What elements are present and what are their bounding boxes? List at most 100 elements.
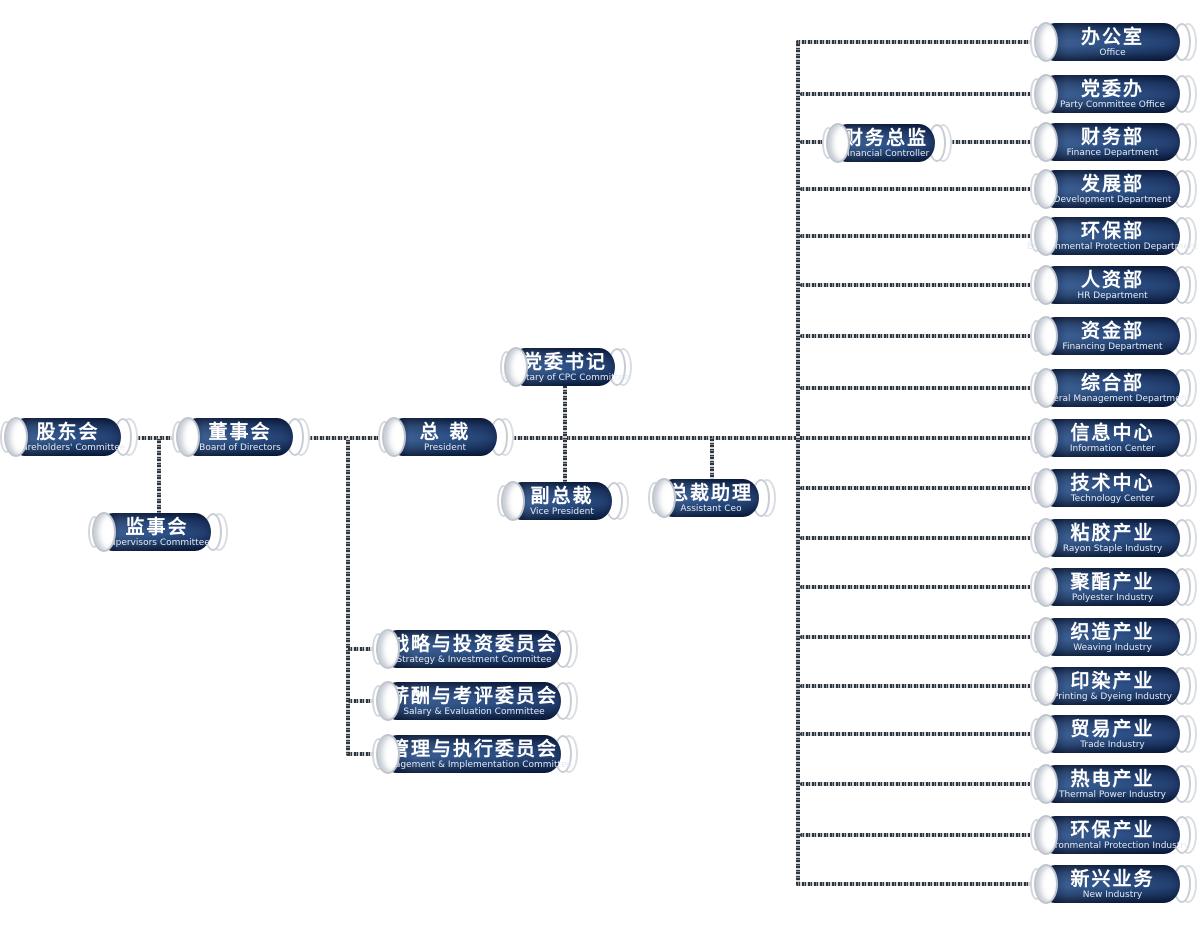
node-subtitle: Trade Industry: [1080, 740, 1145, 750]
org-node-environmental-protection-industry: 环保产业 Environmental Protection Industry: [1030, 815, 1197, 855]
node-body: 薪酬与考评委员会 Salary & Evaluation Committee: [387, 682, 561, 720]
node-subtitle: Thermal Power Industry: [1058, 790, 1166, 800]
node-body: 印染产业 Printing & Dyeing Industry: [1045, 667, 1180, 705]
connector-line: [157, 438, 161, 515]
pipe-cap-icon: [1034, 22, 1058, 62]
connector-line: [800, 234, 1034, 238]
connector-line: [800, 283, 1034, 287]
pipe-cap-icon: [1034, 468, 1058, 508]
node-subtitle: Financial Controller: [842, 149, 930, 159]
node-subtitle: Management & Implementation Committee: [375, 760, 573, 770]
node-body: 办公室 Office: [1045, 23, 1180, 61]
org-node-hr-department: 人资部 HR Department: [1030, 265, 1197, 305]
node-subtitle: Assistant Ceo: [680, 504, 742, 514]
connector-line: [800, 833, 1034, 837]
node-title: 环保产业: [1070, 819, 1155, 841]
node-subtitle: Shareholders' Committee: [10, 443, 126, 453]
node-body: 总 裁 President: [393, 418, 497, 456]
connector-line: [800, 585, 1034, 589]
node-body: 环保产业 Environmental Protection Industry: [1036, 816, 1189, 854]
node-subtitle: Strategy & Investment Committee: [396, 655, 552, 665]
connector-line: [710, 438, 714, 483]
node-title: 人资部: [1080, 269, 1144, 291]
pipe-cap-icon: [1034, 567, 1058, 607]
org-node-new-industry: 新兴业务 New Industry: [1030, 864, 1197, 904]
pipe-cap-icon: [1034, 864, 1058, 904]
node-title: 发展部: [1080, 173, 1144, 195]
connector-line: [800, 684, 1034, 688]
node-body: 党委书记 Secretary of CPC Committee: [501, 348, 629, 386]
pipe-cap-icon: [826, 123, 850, 163]
node-subtitle: Information Center: [1069, 444, 1156, 454]
pipe-cap-icon: [1034, 74, 1058, 114]
node-subtitle: Environmental Protection Department: [1026, 242, 1199, 252]
node-body: 聚酯产业 Polyester Industry: [1045, 568, 1180, 606]
connector-line: [796, 40, 1034, 44]
node-subtitle: Finance Department: [1066, 148, 1159, 158]
connector-line: [308, 436, 382, 440]
node-title: 财务总监: [843, 127, 928, 149]
connector-line: [348, 699, 376, 703]
node-body: 董事会 Board of Directors: [187, 418, 293, 456]
org-node-committee-management: 管理与执行委员会 Management & Implementation Com…: [372, 734, 578, 774]
node-title: 办公室: [1080, 26, 1144, 48]
node-body: 资金部 Financing Department: [1045, 317, 1180, 355]
node-body: 综合部 General Management Department: [1035, 369, 1190, 407]
node-title: 总裁助理: [668, 482, 753, 504]
node-body: 管理与执行委员会 Management & Implementation Com…: [376, 735, 572, 773]
pipe-cap-icon: [92, 512, 116, 552]
pipe-cap-icon: [1034, 316, 1058, 356]
node-subtitle: Office: [1099, 48, 1126, 58]
node-title: 聚酯产业: [1070, 571, 1155, 593]
node-title: 技术中心: [1070, 472, 1155, 494]
org-node-finance-department: 财务部 Finance Department: [1030, 122, 1197, 162]
node-subtitle: Vice President: [530, 507, 594, 517]
node-body: 信息中心 Information Center: [1045, 419, 1180, 457]
node-body: 股东会 Shareholders' Committee: [11, 418, 125, 456]
org-node-supervisors: 监事会 Supervisors Committee: [88, 512, 228, 552]
org-node-information-center: 信息中心 Information Center: [1030, 418, 1197, 458]
node-title: 信息中心: [1070, 422, 1155, 444]
connector-line: [796, 882, 1034, 886]
org-node-committee-strategy: 战略与投资委员会 Strategy & Investment Committee: [372, 629, 578, 669]
org-node-shareholders: 股东会 Shareholders' Committee: [0, 417, 138, 457]
node-body: 总裁助理 Assistant Ceo: [663, 479, 759, 517]
node-subtitle: President: [424, 443, 466, 453]
connector-line: [512, 436, 1034, 440]
pipe-cap-icon: [1034, 216, 1058, 256]
connector-line: [800, 486, 1034, 490]
org-node-trade-industry: 贸易产业 Trade Industry: [1030, 714, 1197, 754]
node-subtitle: Rayon Staple Industry: [1062, 544, 1163, 554]
pipe-cap-icon: [376, 734, 400, 774]
pipe-cap-icon: [376, 629, 400, 669]
org-node-vice-president: 副总裁 Vice President: [497, 481, 629, 521]
node-body: 粘胶产业 Rayon Staple Industry: [1045, 519, 1180, 557]
org-node-printing-dyeing-industry: 印染产业 Printing & Dyeing Industry: [1030, 666, 1197, 706]
connector-line: [346, 438, 350, 756]
pipe-cap-icon: [1034, 714, 1058, 754]
connector-line: [800, 140, 826, 144]
pipe-cap-icon: [382, 417, 406, 457]
node-title: 贸易产业: [1070, 718, 1155, 740]
node-subtitle: Weaving Industry: [1073, 643, 1152, 653]
org-node-cpc-secretary: 党委书记 Secretary of CPC Committee: [500, 347, 632, 387]
node-title: 财务部: [1080, 126, 1144, 148]
org-node-party-committee-office: 党委办 Party Committee Office: [1030, 74, 1197, 114]
node-subtitle: New Industry: [1082, 890, 1143, 900]
org-node-rayon-staple-industry: 粘胶产业 Rayon Staple Industry: [1030, 518, 1197, 558]
node-title: 印染产业: [1070, 670, 1155, 692]
node-body: 贸易产业 Trade Industry: [1045, 715, 1180, 753]
connector-trunk: [796, 40, 800, 886]
node-subtitle: Board of Directors: [199, 443, 281, 453]
node-title: 董事会: [208, 421, 272, 443]
pipe-cap-icon: [1034, 518, 1058, 558]
org-node-development-department: 发展部 Development Department: [1030, 169, 1197, 209]
org-node-general-management-department: 综合部 General Management Department: [1030, 368, 1197, 408]
pipe-cap-icon: [1034, 815, 1058, 855]
node-title: 薪酬与考评委员会: [389, 685, 558, 707]
org-node-office: 办公室 Office: [1030, 22, 1197, 62]
pipe-cap-icon: [376, 681, 400, 721]
node-subtitle: Development Department: [1053, 195, 1172, 205]
node-title: 总 裁: [419, 421, 471, 443]
pipe-cap-icon: [176, 417, 200, 457]
